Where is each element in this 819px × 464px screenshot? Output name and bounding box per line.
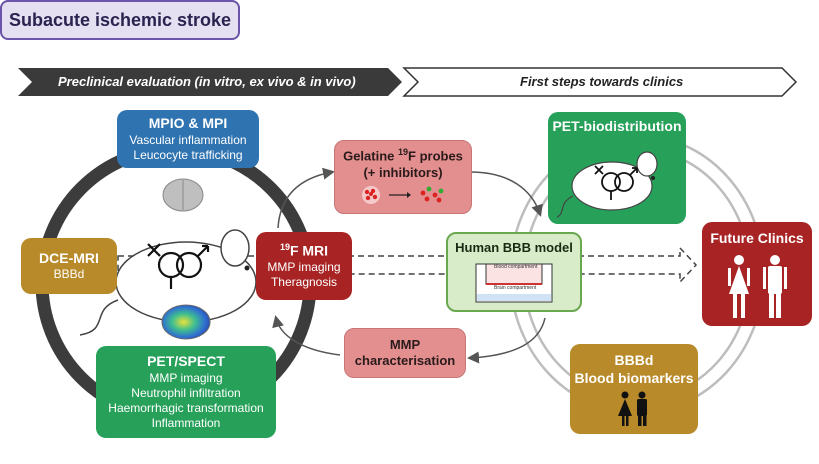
diagram-title: Subacute ischemic stroke bbox=[0, 0, 240, 40]
people-icon bbox=[618, 391, 647, 426]
dce-mri-line-1: BBBd bbox=[53, 267, 85, 282]
mpio-mpi-title: MPIO & MPI bbox=[148, 115, 228, 132]
bbbd-biomarkers-line-1: BBBd bbox=[614, 352, 654, 368]
pet-spect-title: PET/SPECT bbox=[147, 353, 225, 370]
gelatine-probes-title: Gelatine 19F probes bbox=[343, 147, 463, 164]
pet-spect-line-1: MMP imaging bbox=[149, 370, 223, 385]
human-bbb-model-box: Human BBB model bbox=[446, 232, 582, 312]
fmri-title: 19F MRI bbox=[279, 241, 329, 259]
bbbd-biomarkers-box: BBBd Blood biomarkers bbox=[570, 344, 698, 434]
pet-spect-line-2: Neutrophil infiltration bbox=[131, 385, 241, 400]
mmp-characterisation-box: MMP characterisation bbox=[344, 328, 466, 378]
clinics-banner-label: First steps towards clinics bbox=[520, 74, 684, 89]
mouse-icon bbox=[79, 229, 257, 336]
preclinical-banner bbox=[18, 68, 402, 96]
pet-spect-box: PET/SPECT MMP imaging Neutrophil infiltr… bbox=[96, 346, 276, 438]
clinics-banner bbox=[402, 67, 798, 97]
brain-compartment-label: Brain compartment bbox=[494, 285, 537, 291]
pet-biodistribution-box: PET-biodistribution bbox=[548, 112, 686, 224]
human-bbb-model-title: Human BBB model bbox=[455, 240, 573, 255]
probe-particles-icon bbox=[362, 185, 444, 204]
future-clinics-title: Future Clinics bbox=[710, 230, 804, 246]
pet-spect-line-3: Haemorrhagic transformation bbox=[108, 400, 264, 415]
arrow-bbb-to-mmp bbox=[467, 317, 546, 364]
fmri-line-2: Theragnosis bbox=[270, 275, 338, 290]
brain-slice-icon bbox=[162, 178, 204, 212]
mmp-characterisation-line-2: characterisation bbox=[354, 353, 456, 368]
dce-mri-box: DCE-MRI BBBd bbox=[21, 238, 117, 294]
transwell-diagram bbox=[475, 263, 553, 303]
dce-mri-title: DCE-MRI bbox=[39, 249, 99, 266]
blood-compartment-label: Blood compartment bbox=[494, 264, 538, 270]
mpio-mpi-line-1: Vascular inflammation bbox=[129, 132, 247, 147]
arrow-gelatine-to-bbb bbox=[469, 171, 543, 217]
people-figures bbox=[728, 254, 787, 318]
pet-spect-line-4: Inflammation bbox=[151, 415, 221, 430]
fmri-box: 19F MRI MMP imaging Theragnosis bbox=[256, 232, 352, 300]
mouse-icon-clinics bbox=[557, 150, 658, 218]
sex-symbols-icon bbox=[147, 243, 210, 289]
arrow-mmp-to-fmri bbox=[272, 315, 341, 356]
mpio-mpi-line-2: Leucocyte trafficking bbox=[133, 147, 243, 162]
future-clinics-box: Future Clinics bbox=[702, 222, 812, 326]
fmri-line-1: MMP imaging bbox=[267, 260, 341, 275]
gelatine-probes-subtitle: (+ inhibitors) bbox=[363, 164, 443, 180]
pet-biodistribution-title: PET-biodistribution bbox=[552, 118, 682, 134]
mpio-mpi-box: MPIO & MPI Vascular inflammation Leucocy… bbox=[117, 110, 259, 168]
preclinical-banner-label: Preclinical evaluation (in vitro, ex viv… bbox=[58, 74, 356, 89]
man-icon bbox=[763, 254, 787, 318]
brain-heatmap-icon bbox=[161, 304, 211, 340]
gelatine-probes-box: Gelatine 19F probes (+ inhibitors) bbox=[334, 140, 472, 214]
woman-icon bbox=[728, 254, 750, 318]
arrow-fmri-to-gelatine bbox=[277, 167, 335, 229]
bbbd-biomarkers-line-2: Blood biomarkers bbox=[574, 369, 694, 386]
mmp-characterisation-line-1: MMP bbox=[389, 336, 421, 352]
